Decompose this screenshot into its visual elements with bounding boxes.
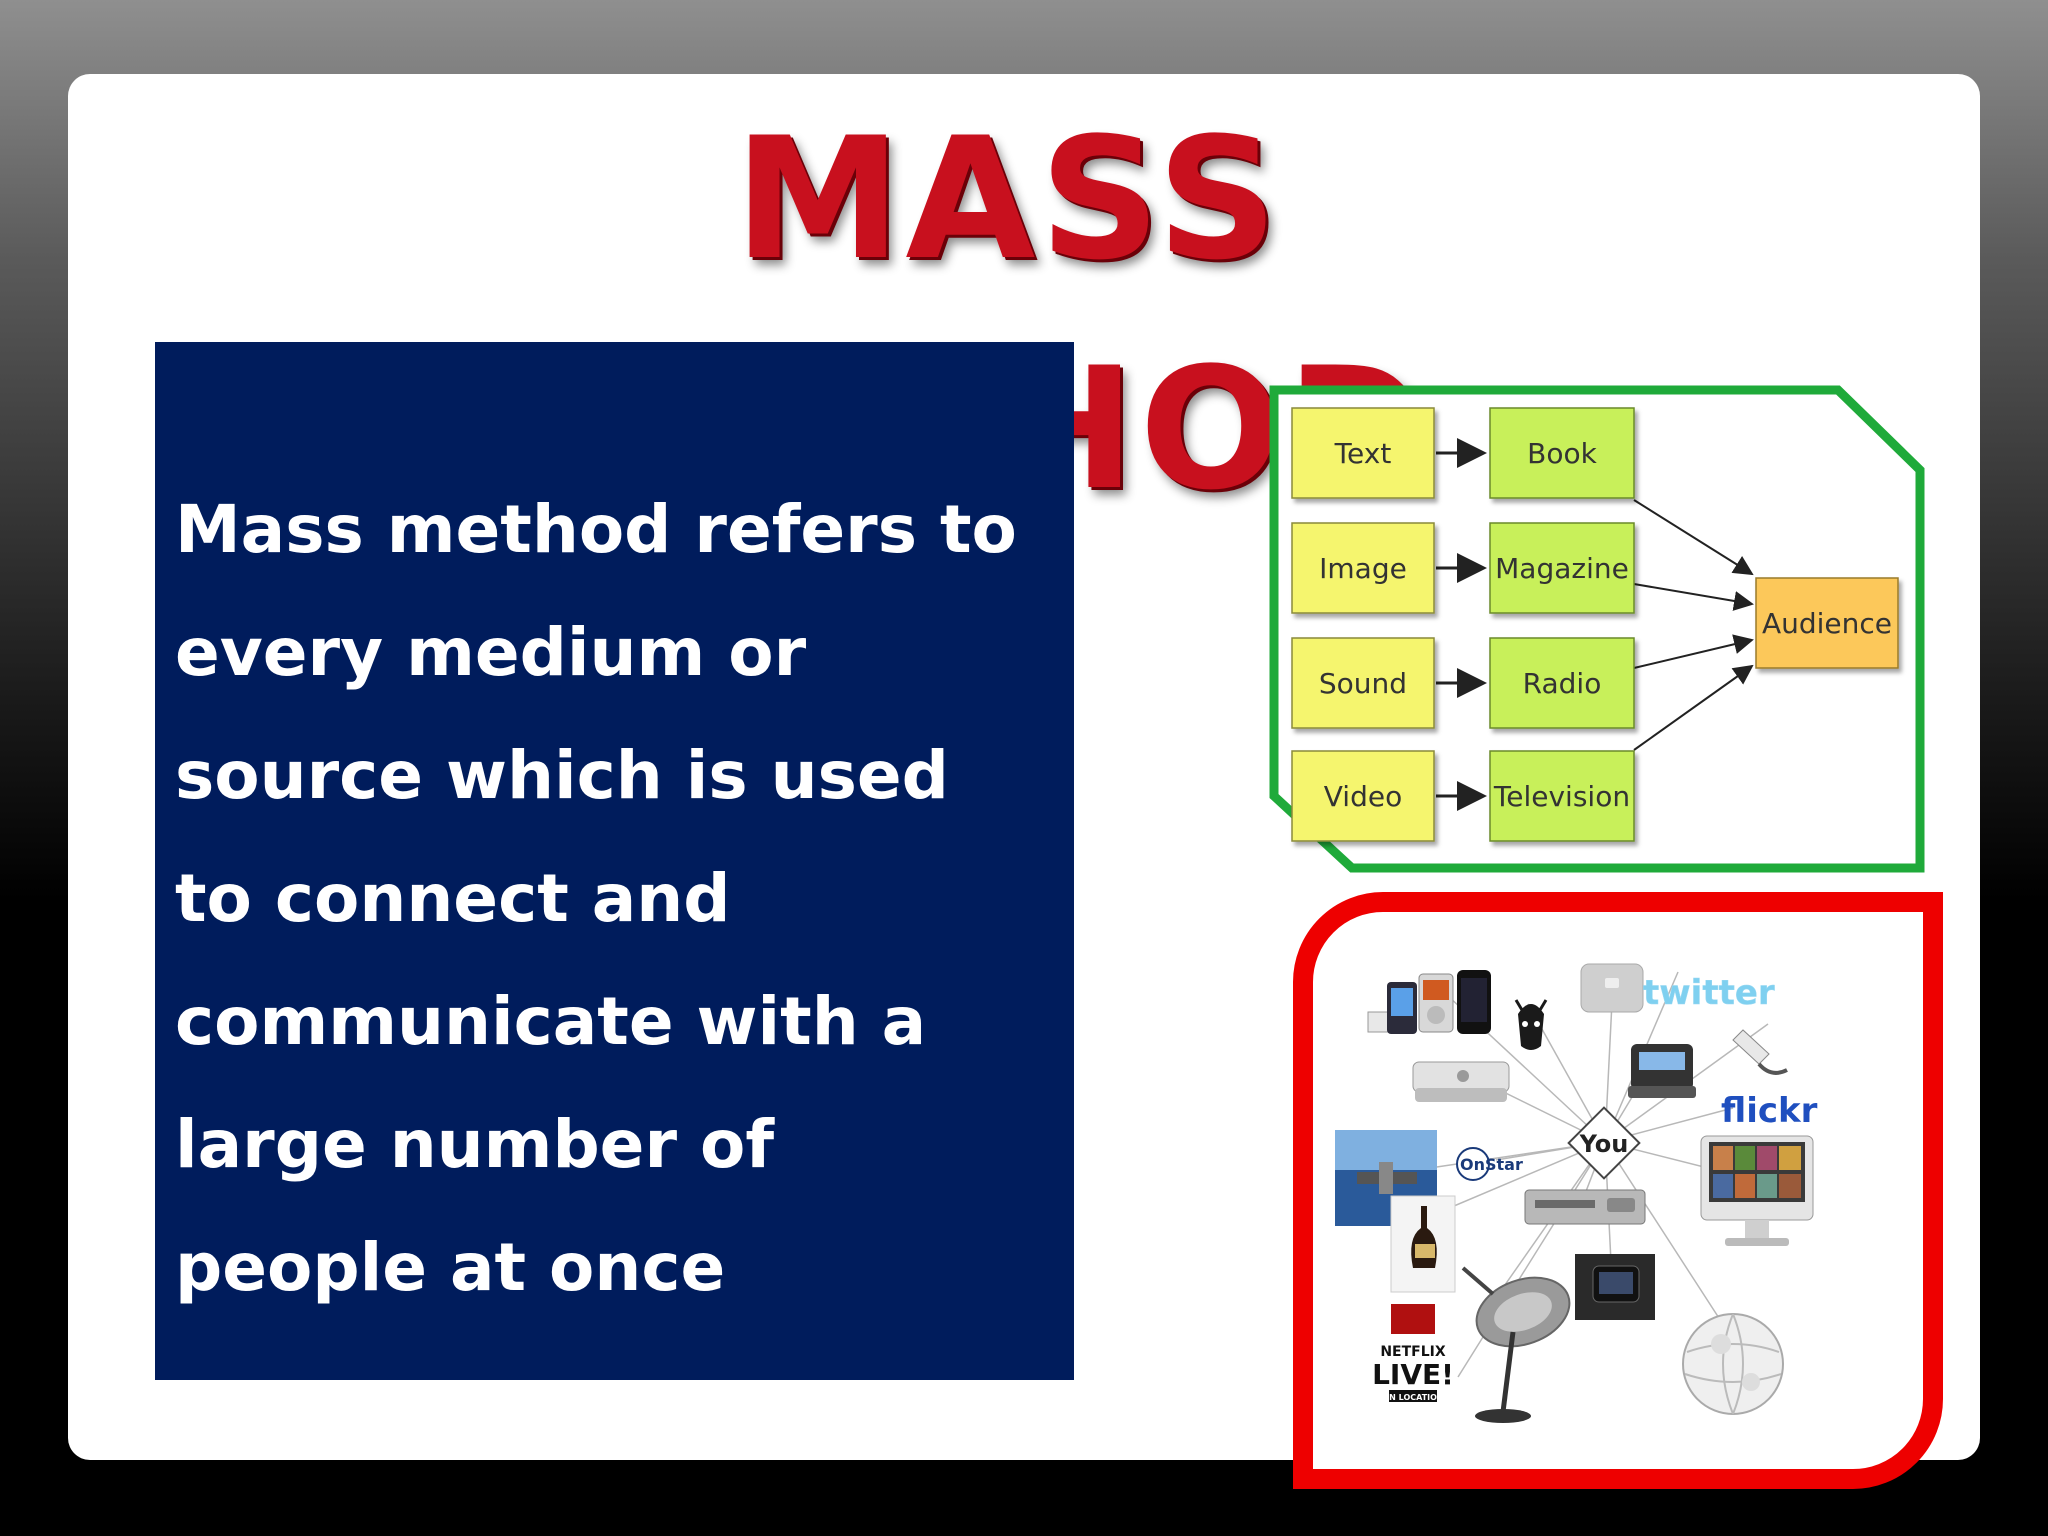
media-label: Book — [1527, 437, 1597, 470]
audience-box: Audience — [1755, 577, 1899, 669]
source-box-video: Video — [1291, 750, 1435, 842]
definition-panel: Mass method refers to every medium or so… — [155, 342, 1074, 1380]
media-box-book: Book — [1489, 407, 1635, 499]
audience-label: Audience — [1762, 607, 1892, 640]
media-label: Television — [1493, 780, 1630, 813]
poster-image-icon — [1390, 1195, 1456, 1293]
diagram-frame — [1269, 385, 1925, 873]
slide: MASS METHOD Mass method refers to every … — [68, 74, 1980, 1489]
mass-media-flow-diagram: Text Image Sound Video Book Magazine Rad… — [1269, 385, 1925, 873]
satellite-dish-icon — [1461, 1266, 1571, 1423]
mobile-devices-icon — [1367, 970, 1491, 1034]
network-cable-icon — [1732, 1029, 1788, 1075]
twitter-logo: twitter — [1643, 973, 1775, 1013]
source-label: Image — [1319, 552, 1407, 585]
netflix-logo-line3: ON LOCATION — [1382, 1393, 1443, 1402]
onstar-logo-text: OnStar — [1460, 1155, 1523, 1174]
media-box-television: Television — [1489, 750, 1635, 842]
source-label: Sound — [1319, 667, 1407, 700]
source-box-image: Image — [1291, 522, 1435, 614]
flickr-logo-text: flickr — [1721, 1091, 1818, 1131]
source-box-text: Text — [1291, 407, 1435, 499]
desktop-computer-icon — [1700, 1135, 1814, 1246]
you-label: You — [1579, 1130, 1629, 1158]
media-collage-panel: twitter flickr — [1293, 892, 1943, 1489]
definition-text: Mass method refers to every medium or so… — [175, 491, 1017, 1306]
slide-title: MASS METHOD — [586, 101, 1425, 527]
arrow-radio-audience — [1633, 634, 1754, 669]
radio-device-icon — [1628, 1044, 1696, 1098]
arrow-magazine-audience — [1633, 583, 1754, 611]
wikipedia-globe-icon — [1682, 1313, 1784, 1415]
apple-tv-icon — [1580, 963, 1644, 1013]
tivo-icon — [1514, 999, 1548, 1050]
dvd-player-icon — [1524, 1189, 1646, 1225]
netflix-logo-line1: NETFLIX — [1380, 1344, 1446, 1360]
source-label: Text — [1334, 437, 1392, 470]
media-box-radio: Radio — [1489, 637, 1635, 729]
smartphone-icon — [1575, 1254, 1655, 1320]
netflix-logo-line2: LIVE! — [1372, 1358, 1454, 1391]
source-box-sound: Sound — [1291, 637, 1435, 729]
you-center-node: You — [1567, 1106, 1641, 1180]
media-label: Magazine — [1495, 552, 1629, 585]
onstar-logo: OnStar — [1456, 1147, 1523, 1181]
source-label: Video — [1324, 780, 1402, 813]
game-console-icon — [1412, 1061, 1510, 1102]
netflix-live-logo: NETFLIX LIVE! ON LOCATION — [1372, 1304, 1454, 1402]
arrow-television-audience — [1633, 664, 1754, 751]
media-label: Radio — [1523, 667, 1602, 700]
arrow-book-audience — [1633, 499, 1754, 576]
media-box-magazine: Magazine — [1489, 522, 1635, 614]
media-collage: twitter flickr — [1335, 963, 1818, 1423]
flickr-logo: flickr — [1721, 1091, 1818, 1131]
